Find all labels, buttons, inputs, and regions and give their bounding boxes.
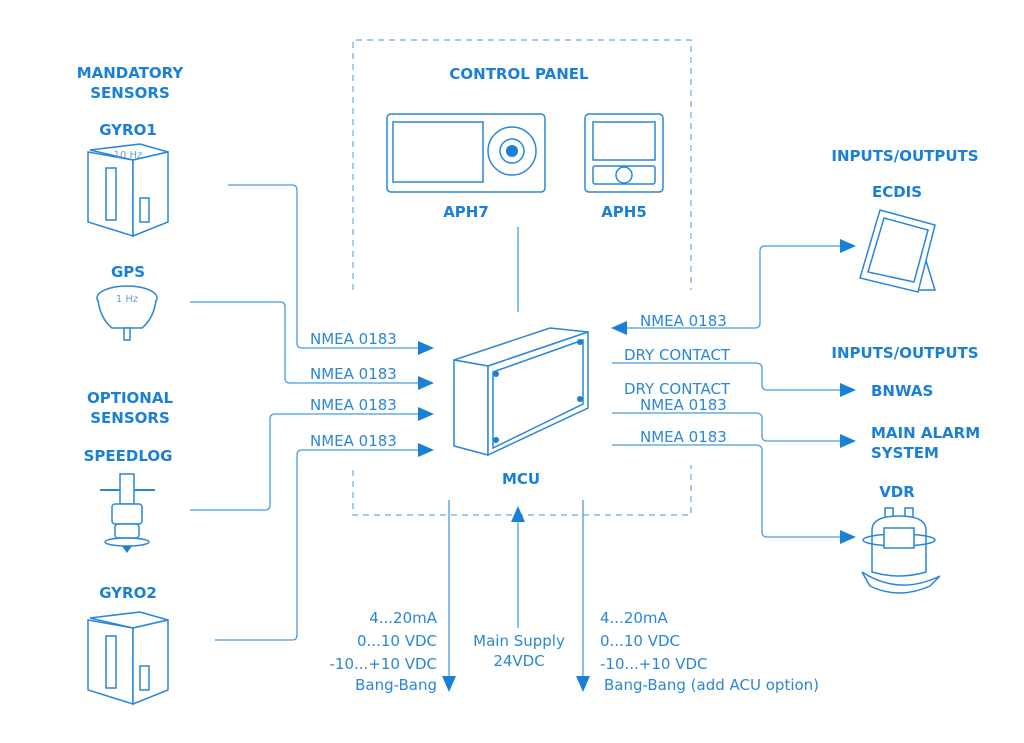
gyro2-label: GYRO2: [99, 584, 157, 602]
optional-heading-1: OPTIONAL: [87, 389, 173, 407]
aph7-label: APH7: [443, 203, 489, 221]
control-panel-enclosure: [352, 39, 692, 516]
left-output-4: Bang-Bang: [355, 676, 437, 694]
io-heading-2: INPUTS/OUTPUTS: [831, 344, 978, 362]
right-output-3: -10...+10 VDC: [600, 655, 708, 673]
right-output-1: 4...20mA: [600, 609, 669, 627]
speedlog-connection-label: NMEA 0183: [310, 396, 397, 414]
aph5-label: APH5: [601, 203, 647, 221]
analog-outputs: 4...20mA 0...10 VDC -10...+10 VDC Bang-B…: [329, 500, 819, 694]
mandatory-heading-1: MANDATORY: [77, 64, 185, 82]
speedlog-label: SPEEDLOG: [84, 447, 173, 465]
gyro1-connection-label: NMEA 0183: [310, 330, 397, 348]
mcu-device: MCU: [453, 327, 589, 488]
bnwas-label: BNWAS: [871, 382, 933, 400]
main-alarm-label-1: MAIN ALARM: [871, 424, 980, 442]
io-connections: NMEA 0183 DRY CONTACT DRY CONTACT NMEA 0…: [611, 239, 856, 544]
gyro2-connection-label: NMEA 0183: [310, 432, 397, 450]
mandatory-heading-2: SENSORS: [90, 84, 170, 102]
gyro1-rate: 10 Hz: [114, 150, 143, 161]
bnwas-connection-label: DRY CONTACT: [624, 346, 731, 364]
right-output-2: 0...10 VDC: [600, 632, 680, 650]
left-output-1: 4...20mA: [369, 609, 438, 627]
io-heading-1: INPUTS/OUTPUTS: [831, 147, 978, 165]
mcu-label: MCU: [502, 470, 540, 488]
vdr-label: VDR: [879, 483, 915, 501]
supply-label-2: 24VDC: [493, 652, 544, 670]
vdr-connection-label: NMEA 0183: [640, 428, 727, 446]
speedlog-device: SPEEDLOG: [84, 447, 173, 553]
supply-label-1: Main Supply: [473, 632, 565, 650]
ecdis-label: ECDIS: [872, 183, 922, 201]
sensor-connections: NMEA 0183 NMEA 0183 NMEA 0183 NMEA 0183: [190, 184, 434, 641]
right-output-4: Bang-Bang (add ACU option): [604, 676, 819, 694]
gyro1-device: GYRO1 10 Hz: [87, 121, 169, 238]
aph7-panel: APH7: [386, 113, 546, 221]
left-output-2: 0...10 VDC: [357, 632, 437, 650]
alarm-dry-contact-label: DRY CONTACT: [624, 380, 731, 398]
ecdis-connection-label: NMEA 0183: [640, 312, 727, 330]
gps-connection-label: NMEA 0183: [310, 365, 397, 383]
gyro2-device: GYRO2: [87, 584, 169, 706]
gps-rate: 1 Hz: [116, 294, 138, 305]
left-output-3: -10...+10 VDC: [329, 655, 437, 673]
main-alarm-label-2: SYSTEM: [871, 444, 939, 462]
optional-heading-2: SENSORS: [90, 409, 170, 427]
vdr-device: VDR: [861, 483, 941, 594]
gyro1-label: GYRO1: [99, 121, 157, 139]
control-panel-heading: CONTROL PANEL: [449, 65, 589, 83]
alarm-nmea-label: NMEA 0183: [640, 396, 727, 414]
aph5-panel: APH5: [584, 113, 664, 221]
ecdis-device: ECDIS: [859, 183, 937, 293]
gps-label: GPS: [111, 263, 145, 281]
gps-device: GPS 1 Hz: [96, 263, 158, 341]
